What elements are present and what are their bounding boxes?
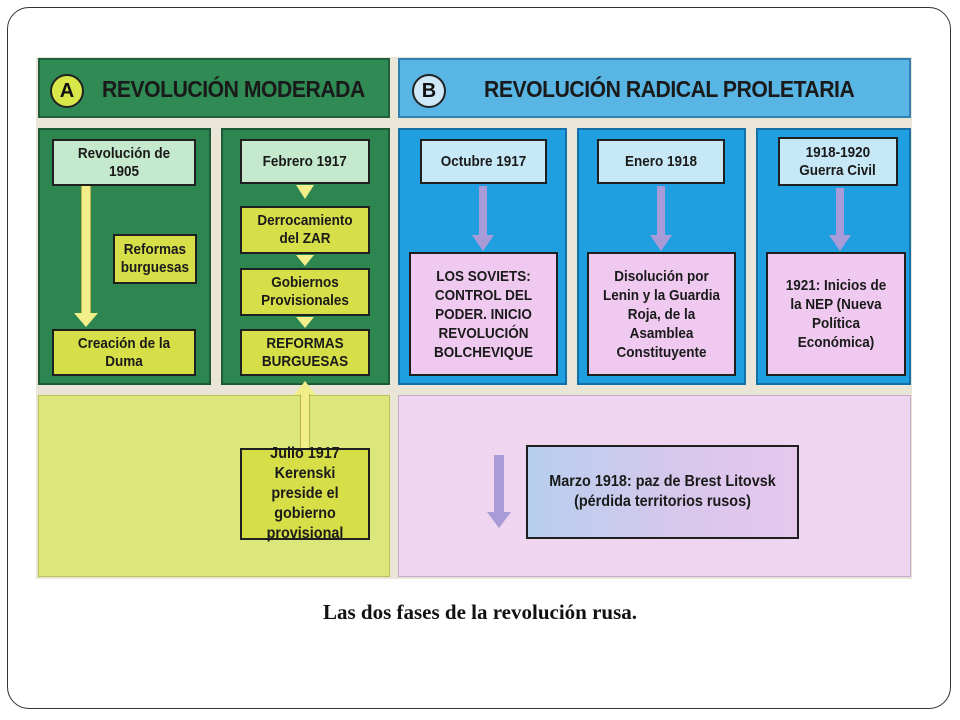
box-enero-1918: Enero 1918	[597, 139, 725, 184]
arrow-octubre-head	[472, 235, 494, 251]
arrow-febrero-head	[296, 185, 314, 199]
box-revolucion-1905: Revolución de 1905	[52, 139, 196, 186]
box-creacion-duma: Creación de la Duma	[52, 329, 196, 376]
arrow-gobiernos-head	[296, 317, 314, 328]
figure-caption: Las dos fases de la revolución rusa.	[322, 600, 638, 624]
box-julio-1917: Julio 1917 Kerenski preside el gobierno …	[240, 445, 370, 542]
arrow-enero-head	[650, 235, 672, 251]
arrow-julio-head	[294, 381, 316, 395]
phase-b-title: REVOLUCIÓN RADICAL PROLETARIA	[484, 76, 855, 102]
box-disolucion-asamblea: Disolución por Lenin y la Guardia Roja, …	[587, 252, 736, 376]
arrow-julio-shaft	[300, 394, 310, 448]
arrow-marzo-shaft	[494, 455, 504, 513]
box-reformas-burguesas-mayus: REFORMAS BURGUESAS	[240, 329, 370, 376]
box-nep: 1921: Inicios de la NEP (Nueva Política …	[766, 252, 906, 376]
box-gobiernos-provisionales: Gobiernos Provisionales	[240, 268, 370, 316]
phase-b-badge: B	[412, 74, 446, 108]
arrow-1905-duma-head	[74, 313, 98, 327]
phase-a-title: REVOLUCIÓN MODERADA	[102, 76, 365, 102]
arrow-guerra-civil-head	[829, 235, 851, 251]
box-los-soviets: LOS SOVIETS: CONTROL DEL PODER. INICIO R…	[409, 252, 558, 376]
arrow-derrocamiento-head	[296, 255, 314, 266]
box-octubre-1917: Octubre 1917	[420, 139, 547, 184]
arrow-1905-duma-shaft	[81, 186, 91, 314]
box-reformas-burguesas: Reformas burguesas	[113, 234, 197, 284]
box-febrero-1917: Febrero 1917	[240, 139, 370, 184]
box-guerra-civil: 1918-1920 Guerra Civil	[778, 137, 898, 186]
arrow-marzo-head	[487, 512, 511, 528]
arrow-guerra-civil-shaft	[836, 188, 844, 236]
phase-a-badge: A	[50, 74, 84, 108]
arrow-octubre-shaft	[479, 186, 487, 236]
arrow-enero-shaft	[657, 186, 665, 236]
box-brest-litovsk: Marzo 1918: paz de Brest Litovsk (pérdid…	[526, 445, 799, 539]
box-derrocamiento-zar: Derrocamiento del ZAR	[240, 206, 370, 254]
phase-a-header	[38, 58, 390, 118]
phase-b-header	[398, 58, 911, 118]
